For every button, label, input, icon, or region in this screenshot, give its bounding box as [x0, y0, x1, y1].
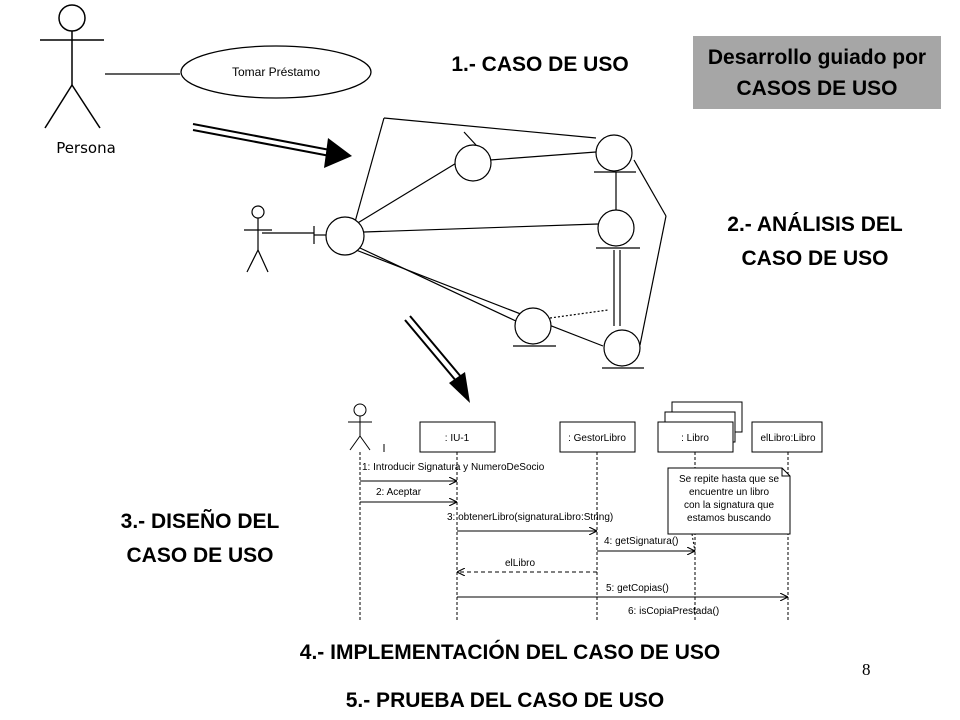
note-line-1: Se repite hasta que se — [679, 474, 780, 485]
message-3-label: 3: obtenerLibro(signaturaLibro:String) — [447, 512, 613, 523]
note-line-2: encuentre un libro — [689, 487, 769, 498]
use-case-ellipse — [180, 45, 372, 99]
step-4-heading: 4.- IMPLEMENTACIÓN DEL CASO DE USO — [299, 641, 721, 664]
message-5-label: 5: getCopias() — [606, 583, 669, 594]
lifeline-label-libro: : Libro — [681, 433, 709, 444]
sequence-diagram — [348, 401, 823, 622]
message-6-label: 6: isCopiaPrestada() — [628, 606, 719, 617]
step-2-heading: 2.- ANÁLISIS DEL CASO DE USO — [690, 208, 940, 276]
page-number: 8 — [862, 660, 871, 679]
flow-arrow-1 — [192, 123, 352, 168]
persona-actor-figure — [40, 4, 104, 129]
lifeline-label-gestorlibro: : GestorLibro — [568, 433, 626, 444]
message-4-label: 4: getSignatura() — [604, 536, 679, 547]
lifeline-label-ellibro: elLibro:Libro — [760, 433, 815, 444]
note-line-4: estamos buscando — [687, 513, 771, 524]
step-1-heading: 1.- CASO DE USO — [451, 53, 629, 76]
message-1-label: 1: Introducir Signatura y NumeroDeSocio — [362, 462, 545, 473]
analysis-diagram — [244, 117, 667, 369]
note-line-3: con la signatura que — [684, 500, 775, 511]
step-2-line-2: CASO DE USO — [741, 247, 889, 270]
lifeline-label-iu: : IU-1 — [445, 433, 470, 444]
message-2-label: 2: Aceptar — [376, 487, 422, 498]
banner-line-2: CASOS DE USO — [736, 76, 898, 100]
message-return-label: elLibro — [505, 558, 535, 569]
step-5-heading: 5.- PRUEBA DEL CASO DE USO — [345, 689, 665, 712]
step-3-line-2: CASO DE USO — [126, 544, 274, 567]
persona-actor-label: Persona — [56, 139, 116, 157]
banner-line-1: Desarrollo guiado por — [707, 45, 927, 69]
step-2-line-1: 2.- ANÁLISIS DEL — [727, 213, 903, 236]
title-banner: Desarrollo guiado por CASOS DE USO — [693, 36, 941, 109]
flow-arrow-2 — [404, 315, 470, 403]
step-3-line-1: 3.- DISEÑO DEL — [120, 510, 280, 533]
step-3-heading: 3.- DISEÑO DEL CASO DE USO — [80, 505, 320, 573]
use-case-label: Tomar Préstamo — [232, 65, 320, 79]
